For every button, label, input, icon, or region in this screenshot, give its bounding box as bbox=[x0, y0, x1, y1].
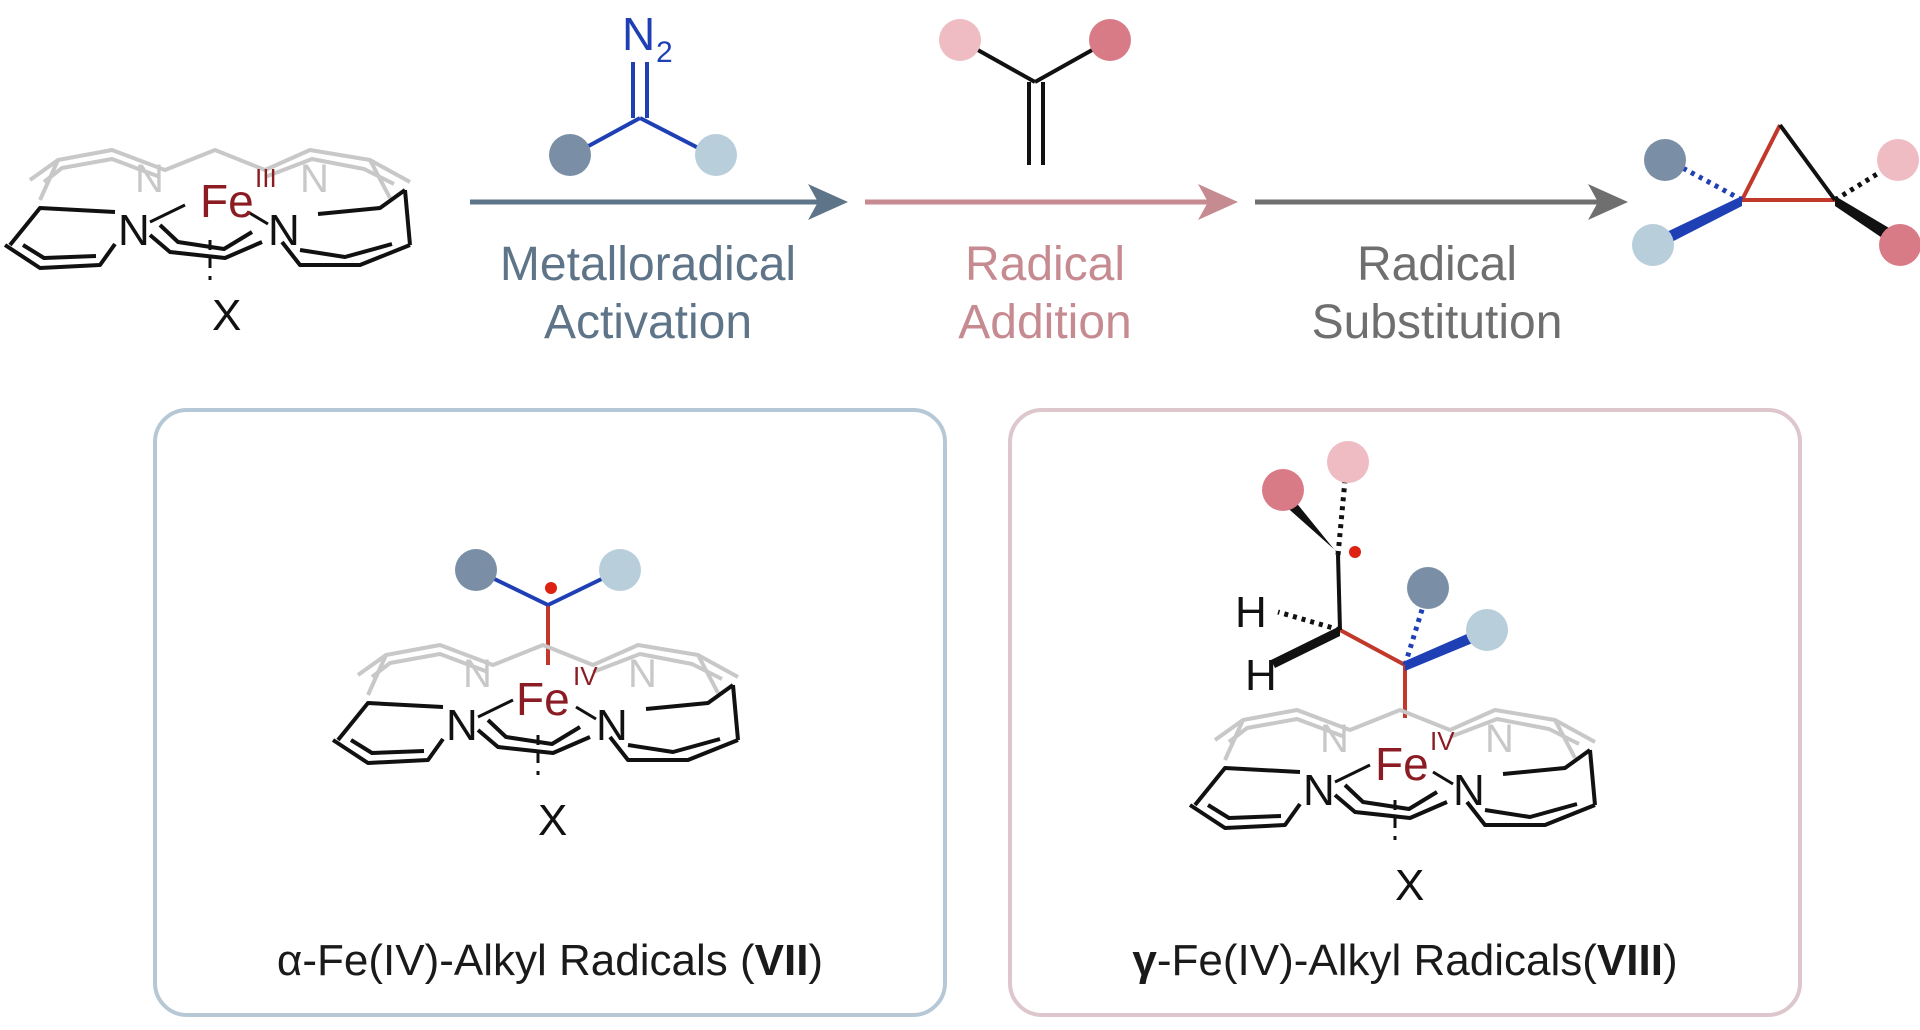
alpha-n-left: N bbox=[446, 701, 478, 750]
porphyrin-n-left: N bbox=[118, 206, 150, 255]
alpha-iron-label: Fe bbox=[516, 673, 570, 725]
substituent-dot-light-blue bbox=[695, 134, 737, 176]
gamma-iron-label: Fe bbox=[1375, 738, 1429, 790]
porphyrin-n-right: N bbox=[268, 206, 300, 255]
gamma-radical-box bbox=[1008, 408, 1802, 1017]
gamma-box-caption: γ-Fe(IV)-Alkyl Radicals(VIII) bbox=[1132, 936, 1677, 985]
fe-iii-porphyrin-catalyst: N N N N Fe III X bbox=[3, 148, 412, 340]
step-addition-line1: Radical bbox=[965, 238, 1125, 291]
diazo-n2-label: N bbox=[622, 8, 655, 60]
alkene-reagent bbox=[939, 19, 1131, 165]
gamma-dot-light-blue bbox=[1466, 609, 1508, 651]
step-activation-line2: Activation bbox=[544, 296, 752, 349]
product-dot-dark-blue bbox=[1644, 139, 1686, 181]
oxidation-state-iii: III bbox=[255, 163, 277, 193]
gamma-dot-light-pink bbox=[1327, 441, 1369, 483]
hydrogen-upper: H bbox=[1235, 588, 1267, 637]
product-dot-dark-pink bbox=[1879, 224, 1920, 266]
gamma-fe-iv-alkyl-radical: H H N N N N Fe IV X bbox=[1188, 441, 1597, 910]
diazo-subscript: 2 bbox=[656, 36, 673, 69]
gamma-n-right: N bbox=[1453, 766, 1485, 815]
alkene-dot-dark-pink bbox=[1089, 19, 1131, 61]
gamma-dot-dark-pink bbox=[1262, 469, 1304, 511]
alpha-n-gray-left: N bbox=[463, 652, 492, 696]
diazo-reagent: N 2 bbox=[549, 8, 737, 176]
gamma-dot-dark-blue bbox=[1407, 567, 1449, 609]
gamma-n-left: N bbox=[1303, 766, 1335, 815]
step-substitution-line1: Radical bbox=[1357, 238, 1517, 291]
gamma-radical-dot bbox=[1349, 546, 1361, 558]
step-addition-line2: Addition bbox=[958, 296, 1131, 349]
gamma-oxidation-iv: IV bbox=[1430, 726, 1455, 756]
porphyrin-n-gray-right: N bbox=[300, 157, 329, 201]
gamma-n-gray-left: N bbox=[1320, 717, 1349, 761]
alpha-dot-light-blue bbox=[599, 549, 641, 591]
alpha-fe-iv-alkyl-radical: N N N N Fe IV X bbox=[331, 549, 740, 845]
alpha-n-gray-right: N bbox=[628, 652, 657, 696]
gamma-n-gray-right: N bbox=[1485, 717, 1514, 761]
alkene-dot-light-pink bbox=[939, 19, 981, 61]
gamma-axial-x: X bbox=[1395, 861, 1424, 910]
alpha-radical-dot bbox=[545, 582, 557, 594]
substituent-dot-dark-blue bbox=[549, 134, 591, 176]
alpha-radical-box bbox=[153, 408, 947, 1017]
product-dot-light-blue bbox=[1632, 224, 1674, 266]
product-dot-light-pink bbox=[1877, 139, 1919, 181]
step-activation-line1: Metalloradical bbox=[500, 238, 796, 291]
step-substitution-line2: Substitution bbox=[1312, 296, 1563, 349]
iron-label: Fe bbox=[200, 175, 254, 227]
alpha-axial-x: X bbox=[538, 796, 567, 845]
axial-ligand-x: X bbox=[212, 291, 241, 340]
alpha-n-right: N bbox=[596, 701, 628, 750]
arrow-substitution bbox=[1255, 184, 1628, 220]
arrow-activation bbox=[470, 184, 848, 220]
alpha-dot-dark-blue bbox=[455, 549, 497, 591]
arrow-addition bbox=[865, 184, 1238, 220]
hydrogen-lower: H bbox=[1245, 651, 1277, 700]
cyclopropane-product bbox=[1632, 123, 1920, 266]
alpha-oxidation-iv: IV bbox=[573, 661, 598, 691]
alpha-box-caption: α-Fe(IV)-Alkyl Radicals (VII) bbox=[277, 936, 823, 985]
porphyrin-n-gray-left: N bbox=[135, 157, 164, 201]
